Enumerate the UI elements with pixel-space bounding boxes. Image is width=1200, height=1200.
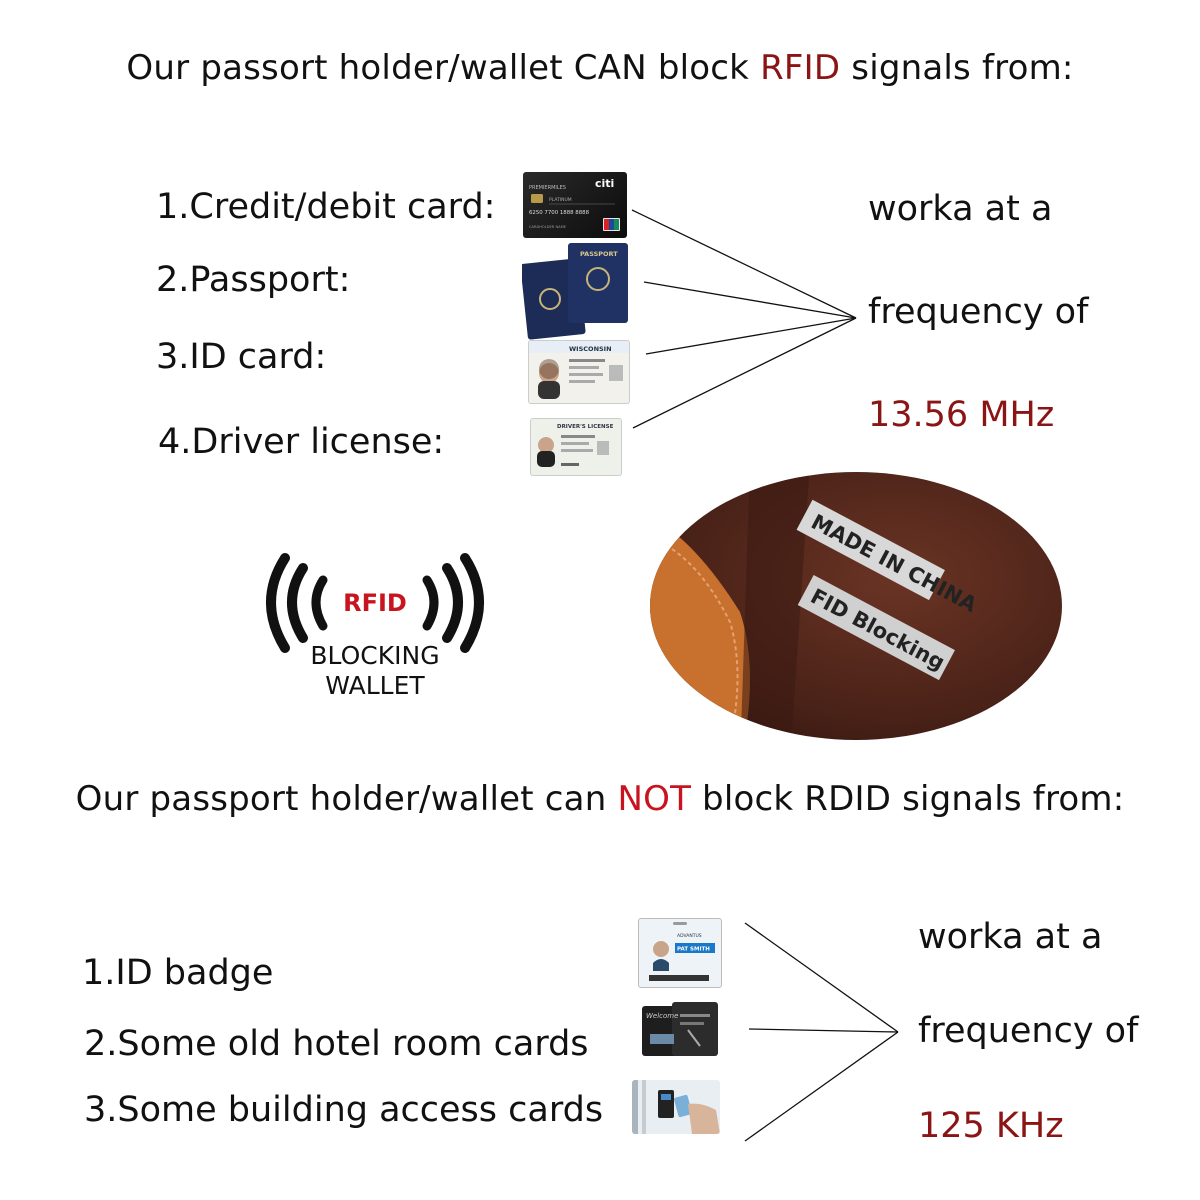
bottom-item-access-card: 3.Some building access cards	[84, 1090, 604, 1130]
credit-card-icon: PREMIERMILES citi PLATINUM 6250 7700 188…	[523, 172, 627, 238]
signal-wave-right-middle	[442, 563, 463, 643]
logo-blocking-text: BLOCKING	[310, 641, 439, 670]
passport-icon: PASSPORT	[522, 241, 632, 340]
driver-license-icon: DRIVER'S LICENSE	[530, 418, 622, 476]
card-number-text: 6250 7700 1888 8888	[529, 210, 590, 216]
bottom-freq-line-1: worka at a	[918, 917, 1103, 957]
wallet-photo: MADE IN CHINA FID Blocking	[650, 472, 1062, 740]
signal-wave-right-outer	[460, 553, 484, 653]
signal-wave-left-outer	[266, 553, 290, 653]
connector-access-card	[744, 1031, 899, 1142]
top-heading-prefix: Our passort holder/wallet CAN block	[126, 48, 761, 88]
signal-wave-right-inner	[422, 575, 439, 631]
rfid-blocking-tag	[797, 575, 955, 681]
id-badge-icon: ADVANTUS PAT SMITH	[638, 918, 722, 988]
top-item-credit-card: 1.Credit/debit card:	[156, 187, 496, 227]
card-tier-text: PREMIERMILES	[529, 185, 566, 191]
signal-wave-left-inner	[311, 575, 328, 631]
signal-wave-left-middle	[287, 563, 308, 643]
logo-rfid-text: RFID	[343, 589, 407, 617]
bottom-item-hotel-card: 2.Some old hotel room cards	[84, 1024, 589, 1064]
connector-passport	[643, 281, 857, 319]
card-level-text: PLATINUM	[549, 197, 572, 203]
license-title-text: DRIVER'S LICENSE	[557, 424, 614, 430]
hotel-welcome-text: Welcome	[646, 1012, 678, 1020]
bottom-freq-line-2: frequency of	[918, 1011, 1139, 1051]
id-state-text: WISCONSIN	[569, 345, 612, 353]
made-in-china-tag	[796, 499, 945, 601]
hotel-card-icon: Welcome	[640, 1000, 720, 1060]
connector-id-badge	[744, 922, 899, 1033]
card-bank-text: citi	[595, 177, 614, 190]
access-card-icon	[632, 1080, 720, 1134]
top-heading: Our passort holder/wallet CAN block RFID…	[0, 48, 1200, 88]
bottom-heading: Our passport holder/wallet can NOT block…	[0, 779, 1200, 819]
card-holder-text: CARDHOLDER NAME	[529, 225, 567, 229]
top-item-id-card: 3.ID card:	[156, 337, 327, 377]
top-freq-line-1: worka at a	[868, 189, 1053, 229]
top-item-driver-license: 4.Driver license:	[158, 422, 445, 462]
connector-credit-card	[631, 209, 857, 319]
bottom-heading-highlight: NOT	[617, 779, 692, 819]
logo-wallet-text: WALLET	[325, 671, 425, 700]
top-freq-value: 13.56 MHz	[868, 395, 1055, 435]
bottom-item-id-badge: 1.ID badge	[82, 953, 274, 993]
connector-driver-license	[632, 317, 857, 429]
passport-title-text: PASSPORT	[580, 250, 618, 258]
badge-brand-text: ADVANTUS	[677, 933, 702, 939]
top-heading-suffix: signals from:	[840, 48, 1074, 88]
chip-shape	[531, 194, 543, 203]
connector-id-card	[645, 317, 857, 355]
badge-name-text: PAT SMITH	[677, 947, 710, 953]
top-freq-line-2: frequency of	[868, 292, 1089, 332]
bottom-freq-value: 125 KHz	[918, 1106, 1064, 1146]
hand-shape	[688, 1103, 720, 1134]
rfid-blocking-logo: RFID BLOCKING WALLET	[266, 553, 484, 700]
top-heading-highlight: RFID	[760, 48, 841, 88]
connector-hotel-card	[748, 1028, 899, 1033]
id-card-icon: WISCONSIN	[528, 340, 630, 404]
top-item-passport: 2.Passport:	[156, 260, 351, 300]
bottom-heading-suffix: block RDID signals from:	[691, 779, 1125, 819]
bottom-heading-prefix: Our passport holder/wallet can	[75, 779, 618, 819]
